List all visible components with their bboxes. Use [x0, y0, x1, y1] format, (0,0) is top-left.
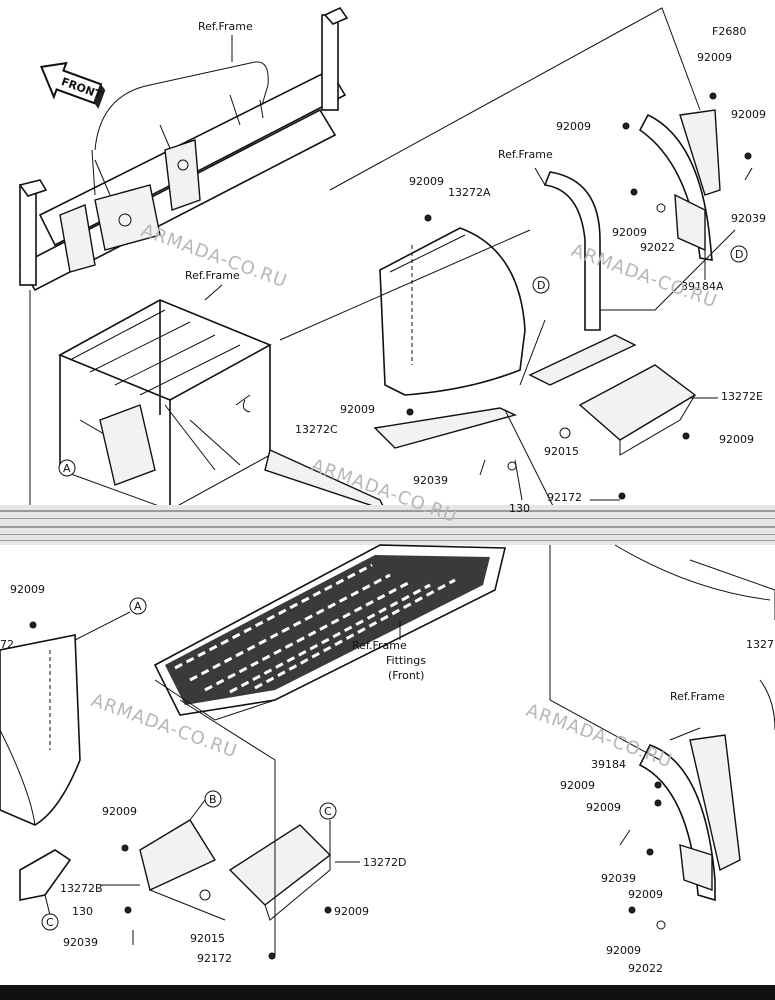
part-label: 92009 — [628, 888, 663, 901]
part-label: 92009 — [556, 120, 591, 133]
ref-circle-a-lower: A — [129, 597, 147, 615]
svg-text:A: A — [63, 462, 71, 475]
part-label: 39184 — [591, 758, 626, 771]
part-label: 92039 — [601, 872, 636, 885]
ref-circle-c: C — [319, 802, 337, 820]
part-label: 92009 — [409, 175, 444, 188]
ref-circle-c-left: C — [41, 913, 59, 931]
upper-frame-assembly — [18, 6, 349, 510]
rear-fender-lower-left — [0, 634, 81, 826]
svg-text:D: D — [735, 248, 743, 261]
part-label: 92009 — [719, 433, 754, 446]
part-label: 92022 — [640, 241, 675, 254]
ref-frame-label: Ref.Frame — [498, 148, 553, 161]
bracket-d — [528, 171, 637, 386]
leader-lines-upper — [204, 7, 736, 511]
part-label: 92039 — [63, 936, 98, 949]
part-label: 92009 — [340, 403, 375, 416]
part-label: 92009 — [612, 226, 647, 239]
svg-text:C: C — [46, 916, 54, 929]
bottom-bar — [0, 985, 775, 1000]
leader-lines-lower — [44, 545, 701, 955]
ref-circle-d: D — [532, 276, 550, 294]
figure-code: F2680 — [712, 25, 746, 38]
part-label: 92009 — [586, 801, 621, 814]
flap-13272C — [373, 407, 518, 449]
ref-circle-d-right: D — [730, 245, 748, 263]
main-frame-cage — [58, 299, 387, 512]
front-arrow-icon: FRONT — [39, 61, 106, 109]
part-label: 92009 — [606, 944, 641, 957]
part-label: 39184A — [681, 280, 724, 293]
part-label: 13272C — [295, 423, 338, 436]
ref-frame-label: Ref.Frame — [185, 269, 240, 282]
ref-fittings-label: Fittings — [386, 654, 426, 667]
part-label: 92009 — [10, 583, 45, 596]
bracket-b — [139, 819, 217, 891]
scan-noise-band — [0, 505, 775, 545]
part-label: 92009 — [560, 779, 595, 792]
svg-text:D: D — [537, 279, 545, 292]
part-label: 92039 — [731, 212, 766, 225]
part-label: 92039 — [413, 474, 448, 487]
part-label: 130 — [509, 502, 530, 515]
part-label: 92009 — [731, 108, 766, 121]
part-label: 13272E — [721, 390, 763, 403]
floor-mat — [153, 544, 507, 721]
part-label-cut: 1327 — [746, 638, 774, 651]
labels: F2680 Ref.Frame Ref.Frame Ref.Frame Ref.… — [0, 20, 774, 975]
part-label: 13272A — [448, 186, 491, 199]
part-label: 92015 — [544, 445, 579, 458]
svg-text:C: C — [324, 805, 332, 818]
bracket-c-left — [19, 849, 72, 901]
rear-fender-upper — [638, 109, 721, 261]
ref-frame-label: Ref.Frame — [198, 20, 253, 33]
part-label: 13272D — [363, 856, 406, 869]
part-label: 92022 — [628, 962, 663, 975]
part-label: 92009 — [102, 805, 137, 818]
part-label-cut: 72 — [0, 638, 14, 651]
guard-13272D — [228, 824, 332, 906]
part-label: 92009 — [697, 51, 732, 64]
ref-fittings-label: (Front) — [388, 669, 424, 682]
part-label: 92172 — [547, 491, 582, 504]
ref-frame-label: Ref.Frame — [670, 690, 725, 703]
guard-13272E — [578, 364, 697, 441]
rear-fender-lower-right — [614, 544, 775, 902]
ref-circle-a: A — [58, 459, 76, 477]
part-label: 92015 — [190, 932, 225, 945]
svg-text:B: B — [209, 793, 217, 806]
part-label: 130 — [72, 905, 93, 918]
part-label: 13272B — [60, 882, 103, 895]
svg-text:A: A — [134, 600, 142, 613]
ref-fittings-label: Ref.Frame — [352, 639, 407, 652]
part-label: 92009 — [334, 905, 369, 918]
ref-circle-b: B — [204, 790, 222, 808]
fender-13272A — [379, 227, 526, 396]
fasteners-upper — [406, 92, 753, 500]
fasteners-lower — [29, 621, 666, 960]
part-label: 92172 — [197, 952, 232, 965]
